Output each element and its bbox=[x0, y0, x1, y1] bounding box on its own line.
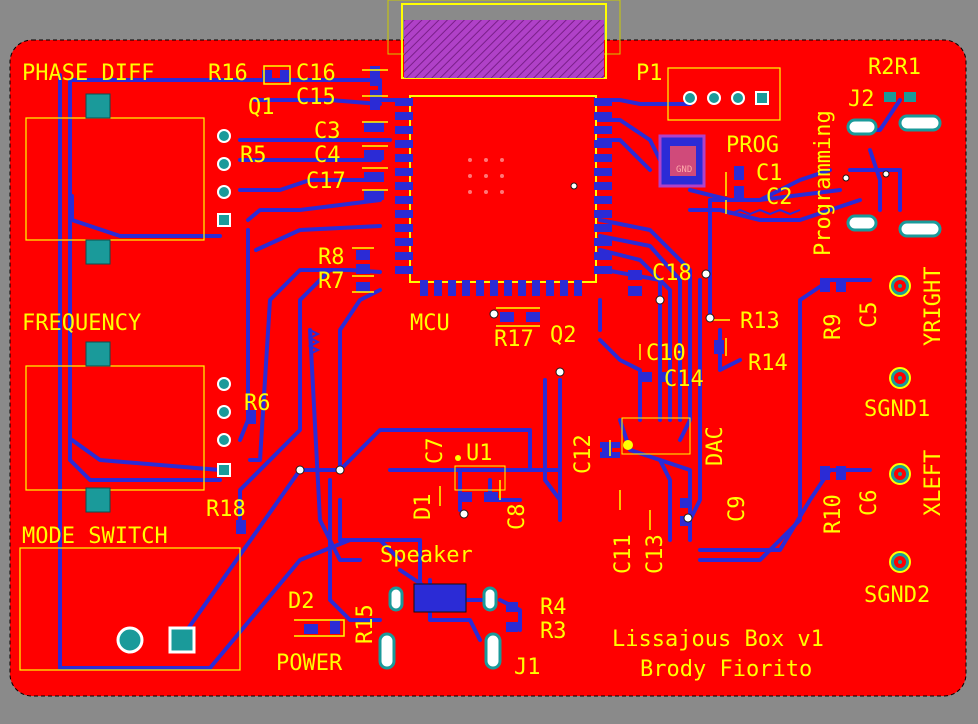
freq-pot-mount-pad-top bbox=[85, 341, 111, 367]
label-u1: U1 bbox=[466, 441, 493, 466]
j1-jack-pads bbox=[378, 586, 502, 670]
label-r9: R9 bbox=[821, 314, 846, 341]
vias bbox=[295, 170, 890, 523]
freq-pot-mount-pad-bottom bbox=[85, 487, 111, 513]
label-c3: C3 bbox=[314, 119, 341, 144]
label-yright: YRIGHT bbox=[921, 267, 946, 346]
label-c1: C1 bbox=[756, 161, 783, 186]
label-j1: J1 bbox=[514, 655, 541, 680]
label-r3: R3 bbox=[540, 619, 567, 644]
label-sgnd2: SGND2 bbox=[864, 583, 930, 608]
label-c8: C8 bbox=[505, 504, 530, 531]
label-r2r1: R2R1 bbox=[868, 55, 921, 80]
prog-chip[interactable] bbox=[658, 134, 706, 188]
label-mcu: MCU bbox=[410, 311, 450, 336]
label-d1: D1 bbox=[411, 494, 436, 521]
label-r10: R10 bbox=[821, 494, 846, 534]
label-dac: DAC bbox=[703, 426, 728, 466]
label-c13: C13 bbox=[643, 534, 668, 574]
label-programming: Programming bbox=[811, 110, 836, 256]
usb-connector-body bbox=[404, 20, 604, 78]
label-c18: C18 bbox=[652, 261, 692, 286]
label-r5: R5 bbox=[240, 143, 267, 168]
label-r16: R16 bbox=[208, 61, 248, 86]
th-pads bbox=[116, 91, 769, 654]
label-q1: Q1 bbox=[248, 95, 275, 120]
label-r8: R8 bbox=[318, 245, 345, 270]
label-c17: C17 bbox=[306, 169, 346, 194]
phase-pot-mount-pad-top bbox=[85, 93, 111, 119]
label-r13: R13 bbox=[740, 309, 780, 334]
label-speaker: Speaker bbox=[380, 543, 473, 568]
label-r15: R15 bbox=[353, 604, 378, 644]
label-gnd: GND bbox=[676, 165, 692, 175]
label-c16: C16 bbox=[296, 61, 336, 86]
label-xleft: XLEFT bbox=[921, 450, 946, 516]
label-power: POWER bbox=[276, 651, 343, 676]
label-phase-diff: PHASE DIFF bbox=[22, 61, 154, 86]
frequency-pot-outline bbox=[25, 365, 205, 491]
label-frequency: FREQUENCY bbox=[22, 311, 141, 336]
phase-diff-pot-outline bbox=[25, 117, 205, 241]
label-r18: R18 bbox=[206, 497, 246, 522]
label-c15: C15 bbox=[296, 85, 336, 110]
fine-traces bbox=[307, 208, 801, 355]
mode-switch-outline bbox=[19, 547, 241, 671]
label-sgnd1: SGND1 bbox=[864, 397, 930, 422]
speaker-amp-ic bbox=[413, 583, 467, 613]
label-prog: PROG bbox=[726, 133, 779, 158]
label-c14: C14 bbox=[664, 367, 704, 392]
j2-jack-pads bbox=[846, 114, 942, 238]
u1-chip[interactable] bbox=[454, 455, 506, 491]
label-p1: P1 bbox=[636, 61, 663, 86]
label-r17: R17 bbox=[494, 327, 534, 352]
label-r4: R4 bbox=[540, 595, 567, 620]
title-line-1: Lissajous Box v1 bbox=[612, 627, 824, 652]
label-c12: C12 bbox=[571, 434, 596, 474]
label-c5: C5 bbox=[857, 302, 882, 329]
label-c11: C11 bbox=[611, 534, 636, 574]
label-q2: Q2 bbox=[550, 323, 577, 348]
mcu-chip[interactable] bbox=[395, 95, 612, 296]
label-r6: R6 bbox=[244, 391, 271, 416]
switch-pad-round bbox=[116, 626, 144, 654]
label-c9: C9 bbox=[725, 496, 750, 523]
label-r14: R14 bbox=[748, 351, 788, 376]
label-c6: C6 bbox=[857, 490, 882, 517]
label-mode-switch: MODE SWITCH bbox=[22, 524, 168, 549]
label-c2: C2 bbox=[766, 185, 793, 210]
switch-pad-square bbox=[168, 626, 196, 654]
p1-header-outline bbox=[667, 67, 781, 121]
label-j2: J2 bbox=[848, 87, 875, 112]
smd-pads bbox=[236, 66, 846, 634]
label-d2: D2 bbox=[288, 589, 315, 614]
label-c4: C4 bbox=[314, 143, 341, 168]
label-c10: C10 bbox=[646, 341, 686, 366]
title-line-2: Brody Fiorito bbox=[640, 657, 812, 682]
phase-pot-mount-pad-bottom bbox=[85, 239, 111, 265]
label-r7: R7 bbox=[318, 269, 345, 294]
label-c7: C7 bbox=[423, 438, 448, 465]
